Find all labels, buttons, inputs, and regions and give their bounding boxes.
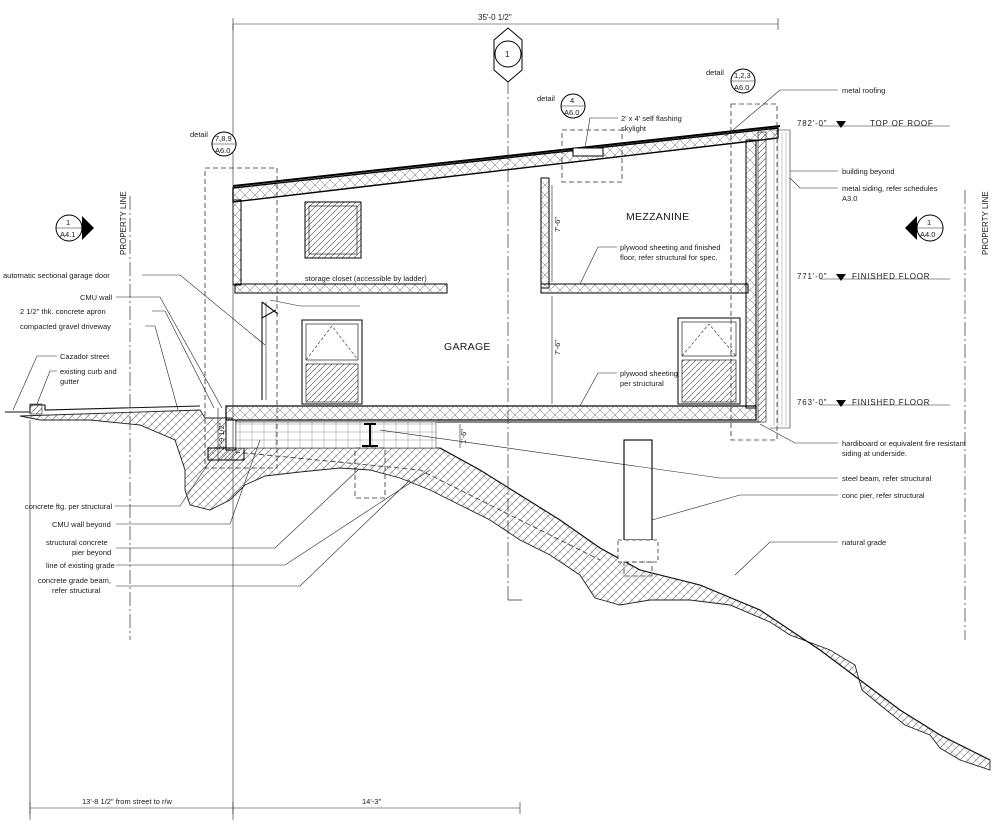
pier-footing — [617, 539, 659, 563]
svg-text:FINISHED FLOOR: FINISHED FLOOR — [852, 272, 930, 281]
storage-closet-label: storage closet (accessible by ladder) — [305, 274, 427, 283]
note-concrete-footing: concrete ftg. per structural — [25, 502, 112, 511]
note-building-beyond: building beyond — [842, 167, 895, 176]
mezzanine-left-wall — [540, 177, 550, 289]
note-hardiboard-line2: siding at underside. — [842, 449, 907, 458]
steel-beam — [362, 423, 378, 447]
note-metal-roofing: metal roofing — [842, 86, 885, 95]
detail-callout-4: detail 4 A6.0 — [537, 93, 623, 183]
storage-floor — [234, 283, 448, 294]
note-conc-pier: conc pier, refer structural — [842, 491, 925, 500]
note-structural-pier-line1: structural concrete — [46, 538, 108, 547]
svg-text:A6.0: A6.0 — [734, 83, 749, 92]
level-garage-floor: 763'-0" FINISHED FLOOR — [797, 398, 950, 407]
note-hardiboard-line1: hardiboard or equivalent fire resistant — [842, 439, 967, 448]
svg-text:771'-0": 771'-0" — [797, 272, 827, 281]
level-mezzanine-floor: 771'-0" FINISHED FLOOR — [797, 272, 950, 281]
street-to-rw-dimension: 13'-8 1/2" from street to r/w — [82, 797, 173, 806]
existing-grade-earth — [19, 409, 991, 771]
note-skylight-line1: 2' x 4' self flashing — [621, 114, 682, 123]
crawl-height-dimension: 1'-6" — [459, 429, 468, 444]
note-steel-beam: steel beam, refer structural — [842, 474, 932, 483]
curb — [29, 403, 43, 415]
detail-callout-123: detail 1,2,3 A6.0 — [706, 68, 778, 441]
conc-pier — [623, 439, 653, 541]
roof-top-edge — [232, 125, 781, 187]
svg-text:detail: detail — [537, 94, 555, 103]
line-of-existing-grade — [234, 451, 601, 561]
note-existing-grade: line of existing grade — [46, 561, 115, 570]
svg-text:4: 4 — [570, 96, 574, 105]
svg-text:A4.1: A4.1 — [60, 230, 75, 239]
section-mark-left: 1 A4.1 — [55, 214, 94, 242]
note-metal-siding: metal siding, refer schedules — [842, 184, 938, 193]
skylight — [572, 147, 604, 157]
svg-text:1: 1 — [505, 50, 510, 59]
svg-text:detail: detail — [190, 130, 208, 139]
property-line-right-label: PROPERTY LINE — [981, 191, 990, 255]
mezzanine-label: MEZZANINE — [626, 211, 689, 223]
svg-text:FINISHED FLOOR: FINISHED FLOOR — [852, 398, 930, 407]
note-metal-siding-sheet: A3.0 — [842, 194, 857, 203]
svg-text:A6.0: A6.0 — [215, 146, 230, 155]
left-wall — [232, 199, 242, 286]
svg-text:7,8,9: 7,8,9 — [215, 134, 232, 143]
concrete-footing — [207, 447, 245, 461]
note-gravel-driveway: compacted gravel driveway — [20, 322, 111, 331]
garage-depth-dimension: 14'-3" — [362, 797, 381, 806]
note-curb-line1: existing curb and — [60, 367, 117, 376]
note-structural-pier-line2: pier beyond — [72, 548, 111, 557]
cmu-wall-beyond — [235, 421, 437, 449]
note-street: Cazador street — [60, 352, 110, 361]
svg-text:detail: detail — [706, 68, 724, 77]
note-mezz-plywood-line2: floor, refer structural for spec. — [620, 253, 718, 262]
right-wall — [745, 139, 757, 409]
section-cut-line — [507, 80, 522, 601]
natural-grade-line — [439, 447, 991, 761]
note-grade-beam-line1: concrete grade beam, — [38, 576, 111, 585]
footing-depth-dimension: 2'-9 1/2" — [217, 422, 226, 450]
note-cmu-wall-beyond: CMU wall beyond — [52, 520, 111, 529]
note-mezz-plywood-line1: plywood sheeting and finished — [620, 243, 721, 252]
note-cmu-wall: CMU wall — [80, 293, 112, 302]
svg-text:1: 1 — [927, 218, 931, 227]
building-beyond — [757, 131, 767, 423]
window-garage-right — [677, 317, 741, 405]
overall-dimension: 35'-0 1/2" — [478, 13, 512, 22]
note-grade-beam-line2: refer structural — [52, 586, 101, 595]
note-natural-grade: natural grade — [842, 538, 886, 547]
section-mark-top: 1 — [493, 27, 523, 83]
note-concrete-apron: 2 1/2" thk. concrete apron — [20, 307, 106, 316]
garage-label: GARAGE — [444, 341, 491, 353]
detail-callout-789: detail 7,8,9 A6.0 — [190, 130, 278, 469]
window-upper-left — [304, 201, 362, 259]
note-garage-door: automatic sectional garage door — [3, 271, 110, 280]
roof-assembly — [232, 127, 779, 203]
window-garage-left — [301, 319, 363, 405]
note-curb-line2: gutter — [60, 377, 80, 386]
property-line-left-label: PROPERTY LINE — [119, 191, 128, 255]
svg-text:763'-0": 763'-0" — [797, 398, 827, 407]
note-skylight-line2: skylight — [621, 124, 647, 133]
note-floor-plywood-line1: plywood sheeting — [620, 369, 678, 378]
mezzanine-floor — [540, 283, 749, 294]
garage-floor — [225, 405, 757, 421]
svg-text:A6.0: A6.0 — [564, 108, 579, 117]
svg-text:1: 1 — [66, 218, 70, 227]
metal-siding — [770, 129, 791, 429]
level-top-of-roof: 782'-0" TOP OF ROOF — [797, 119, 950, 128]
garage-height-dimension: 7'-6" — [553, 340, 562, 355]
svg-text:1,2,3: 1,2,3 — [734, 71, 751, 80]
cmu-wall — [225, 419, 237, 451]
svg-text:782'-0": 782'-0" — [797, 119, 827, 128]
mezzanine-height-dimension: 7'-6" — [553, 217, 562, 232]
note-floor-plywood-line2: per structural — [620, 379, 664, 388]
sectional-garage-door — [261, 299, 360, 400]
svg-text:TOP OF ROOF: TOP OF ROOF — [870, 119, 934, 128]
section-mark-right: 1 A4.0 — [905, 214, 944, 242]
svg-text:A4.0: A4.0 — [920, 230, 935, 239]
